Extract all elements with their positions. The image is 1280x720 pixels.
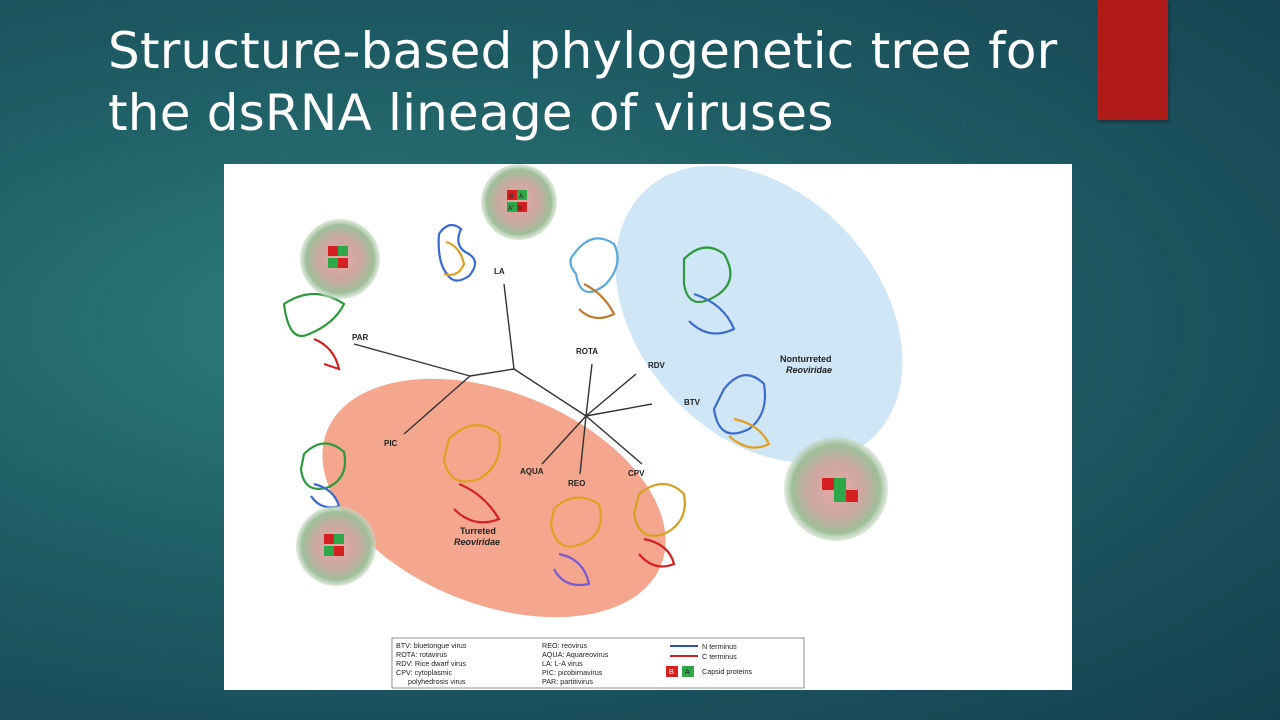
capsid-par: [300, 219, 380, 299]
legend-col1-line3: RDV: Rice dwarf virus: [396, 659, 466, 668]
legend-col1-line4: CPV: cytoplasmic: [396, 668, 452, 677]
nonturreted-region: [615, 165, 903, 463]
legend-capsid-b: B: [669, 667, 674, 676]
legend-col1-line5: polyhedrosis virus: [408, 677, 466, 686]
capsid-pic: [296, 506, 376, 586]
phylogenetic-diagram: B A A' B' LA PAR PIC ROTA RDV BTV AQUA R…: [282, 164, 903, 689]
legend-col1-line2: ROTA: rotavirus: [396, 650, 447, 659]
leaf-label-rdv: RDV: [648, 361, 666, 370]
capsid-btv: [784, 437, 888, 541]
legend-col1-line1: BTV: bluetongue virus: [396, 641, 467, 650]
leaf-label-la: LA: [494, 267, 505, 276]
legend-n-terminus: N terminus: [702, 642, 737, 651]
legend-capsid-proteins: Capsid proteins: [702, 667, 752, 676]
phylogenetic-figure: B A A' B' LA PAR PIC ROTA RDV BTV AQUA R…: [224, 164, 1072, 690]
protein-structures: [282, 223, 771, 587]
accent-bar: [1097, 0, 1168, 120]
legend-col2-line5: PAR: partitivirus: [542, 677, 593, 686]
group-label-nonturreted: Nonturreted: [780, 354, 832, 364]
leaf-label-pic: PIC: [384, 439, 398, 448]
leaf-label-aqua: AQUA: [520, 467, 544, 476]
capsid-la: B A A' B': [481, 164, 557, 240]
legend-col2-line4: PIC: picobirnavirus: [542, 668, 603, 677]
group-label-nonturreted-family: Reoviridae: [786, 365, 832, 375]
slide-title: Structure-based phylogenetic tree for th…: [108, 20, 1188, 144]
slide-title-line-2: the dsRNA lineage of viruses: [108, 84, 834, 142]
group-label-turreted: Turreted: [460, 526, 496, 536]
legend-capsid-a: A: [685, 667, 690, 676]
leaf-label-btv: BTV: [684, 398, 701, 407]
legend: BTV: bluetongue virus ROTA: rotavirus RD…: [391, 637, 805, 689]
legend-col2-line2: AQUA: Aquareovirus: [542, 650, 609, 659]
capsid-label-a: A: [519, 194, 524, 200]
capsid-b-swatch: [666, 666, 678, 677]
turreted-region: [322, 378, 666, 618]
leaf-label-reo: REO: [568, 479, 585, 488]
group-label-turreted-family: Reoviridae: [454, 537, 500, 547]
legend-col2-line1: REO: reovirus: [542, 641, 588, 650]
capsid-label-b: B: [509, 194, 514, 200]
legend-c-terminus: C terminus: [702, 652, 737, 661]
leaf-label-cpv: CPV: [628, 469, 645, 478]
leaf-label-par: PAR: [352, 333, 369, 342]
tree-branches: [353, 283, 653, 475]
capsid-a-swatch: [682, 666, 694, 677]
leaf-label-rota: ROTA: [576, 347, 598, 356]
legend-col2-line3: LA: L-A virus: [542, 659, 583, 668]
capsid-label-b-prime: B': [518, 206, 524, 212]
slide-title-line-1: Structure-based phylogenetic tree for: [108, 22, 1058, 80]
capsid-label-a-prime: A': [508, 206, 514, 212]
